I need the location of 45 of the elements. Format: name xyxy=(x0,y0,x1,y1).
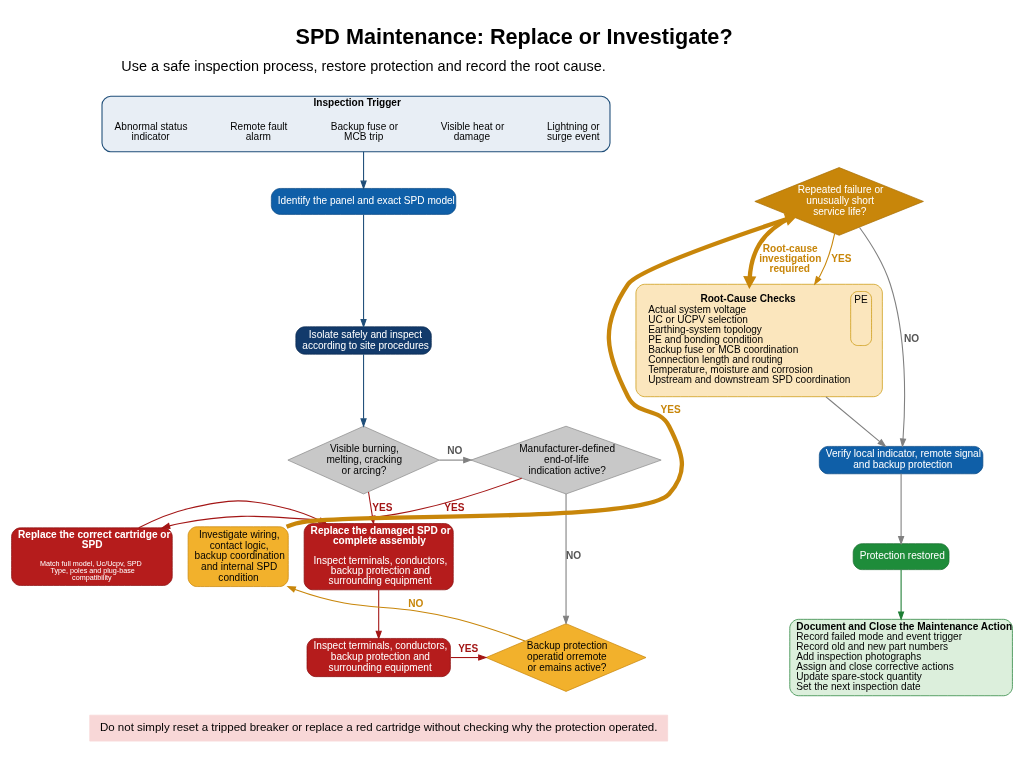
arrow xyxy=(897,472,905,545)
node-diamond: Manufacturer-defined end-of-life indication active? xyxy=(470,425,662,494)
arrow xyxy=(438,456,473,463)
arrow xyxy=(859,226,907,448)
arrow xyxy=(825,395,887,447)
node-box: Verify local indicator, remote signal and backup protection xyxy=(818,445,984,474)
edge-label: NO xyxy=(903,332,920,344)
edge-label: NO xyxy=(408,597,424,609)
label: Do not simply reset a tripped breaker or replace a red cartridge without checking why the protection operated. xyxy=(99,720,658,733)
node-text: Backup fuse or MCB trip xyxy=(330,120,399,142)
node-diamond: Visible burning, melting, cracking or arcing? xyxy=(287,425,440,494)
edge-label: YES xyxy=(372,501,393,513)
node-text: Lightning or surge event xyxy=(546,120,600,142)
arrow xyxy=(360,213,367,328)
arrow xyxy=(360,353,367,428)
node-text: Remote fault alarm xyxy=(230,120,288,142)
edge-label: YES xyxy=(458,642,479,654)
node-text: Abnormal status indicator xyxy=(114,120,188,142)
edge-label: NO xyxy=(447,444,463,456)
node-box: Isolate safely and inspect according to site procedures xyxy=(295,325,432,355)
node-box: Replace the correct cartridge or SPD Match full model, Uc/Ucpv, SPD Type, poles and plug-base compatibility xyxy=(11,526,173,586)
arrow xyxy=(360,150,367,190)
arrow xyxy=(897,568,905,621)
node-box: Identify the panel and exact SPD model xyxy=(270,187,457,215)
label: Use a safe inspection process, restore protection and record the root cause. xyxy=(121,57,606,74)
edge-label: Root-cause investigation required xyxy=(759,242,822,274)
node-diamond: Backup protection operatid orremote or emains active? xyxy=(485,622,647,692)
node-diamond: Repeated failure or unusually short service life? xyxy=(754,166,924,236)
node-box: Replace the damaged SPD or complete assembly Inspect terminals, conductors, backup protection and surrounding equipment xyxy=(303,522,454,590)
arrow xyxy=(450,653,488,661)
arrow xyxy=(286,585,526,641)
edge-label: YES xyxy=(831,252,852,264)
arrow xyxy=(813,232,836,285)
node-box: Root-Cause Checks Actual system voltage UC or UCPV selection Earthing-system topology PE and bonding condition Backup fuse or MCB coordination Connection length and routing Temperature, moisture and corrosion Upstream and downstream SPD coordination PE xyxy=(635,283,883,397)
node-box: Protection restored xyxy=(852,542,950,570)
edge-label: YES xyxy=(660,403,681,415)
node-box: Inspect terminals, conductors, backup protection and surrounding equipment xyxy=(306,637,451,677)
arrow xyxy=(375,588,382,640)
node-box: Investigate wiring, contact logic, backup coordination and internal SPD condition xyxy=(187,525,289,587)
edge-label: NO xyxy=(566,549,582,561)
edge-label: YES xyxy=(444,501,465,513)
node-box: Document and Close the Maintenance Action Record failed mode and event trigger Record old and new part numbers Add inspection photographs Assign and close corrective actions Update spare-stock quantity Set the next inspection date xyxy=(789,618,1013,696)
diagram-title: SPD Maintenance: Replace or Investigate? xyxy=(295,23,733,49)
node-text: Visible heat or damage xyxy=(440,120,505,142)
arrow xyxy=(562,493,570,625)
